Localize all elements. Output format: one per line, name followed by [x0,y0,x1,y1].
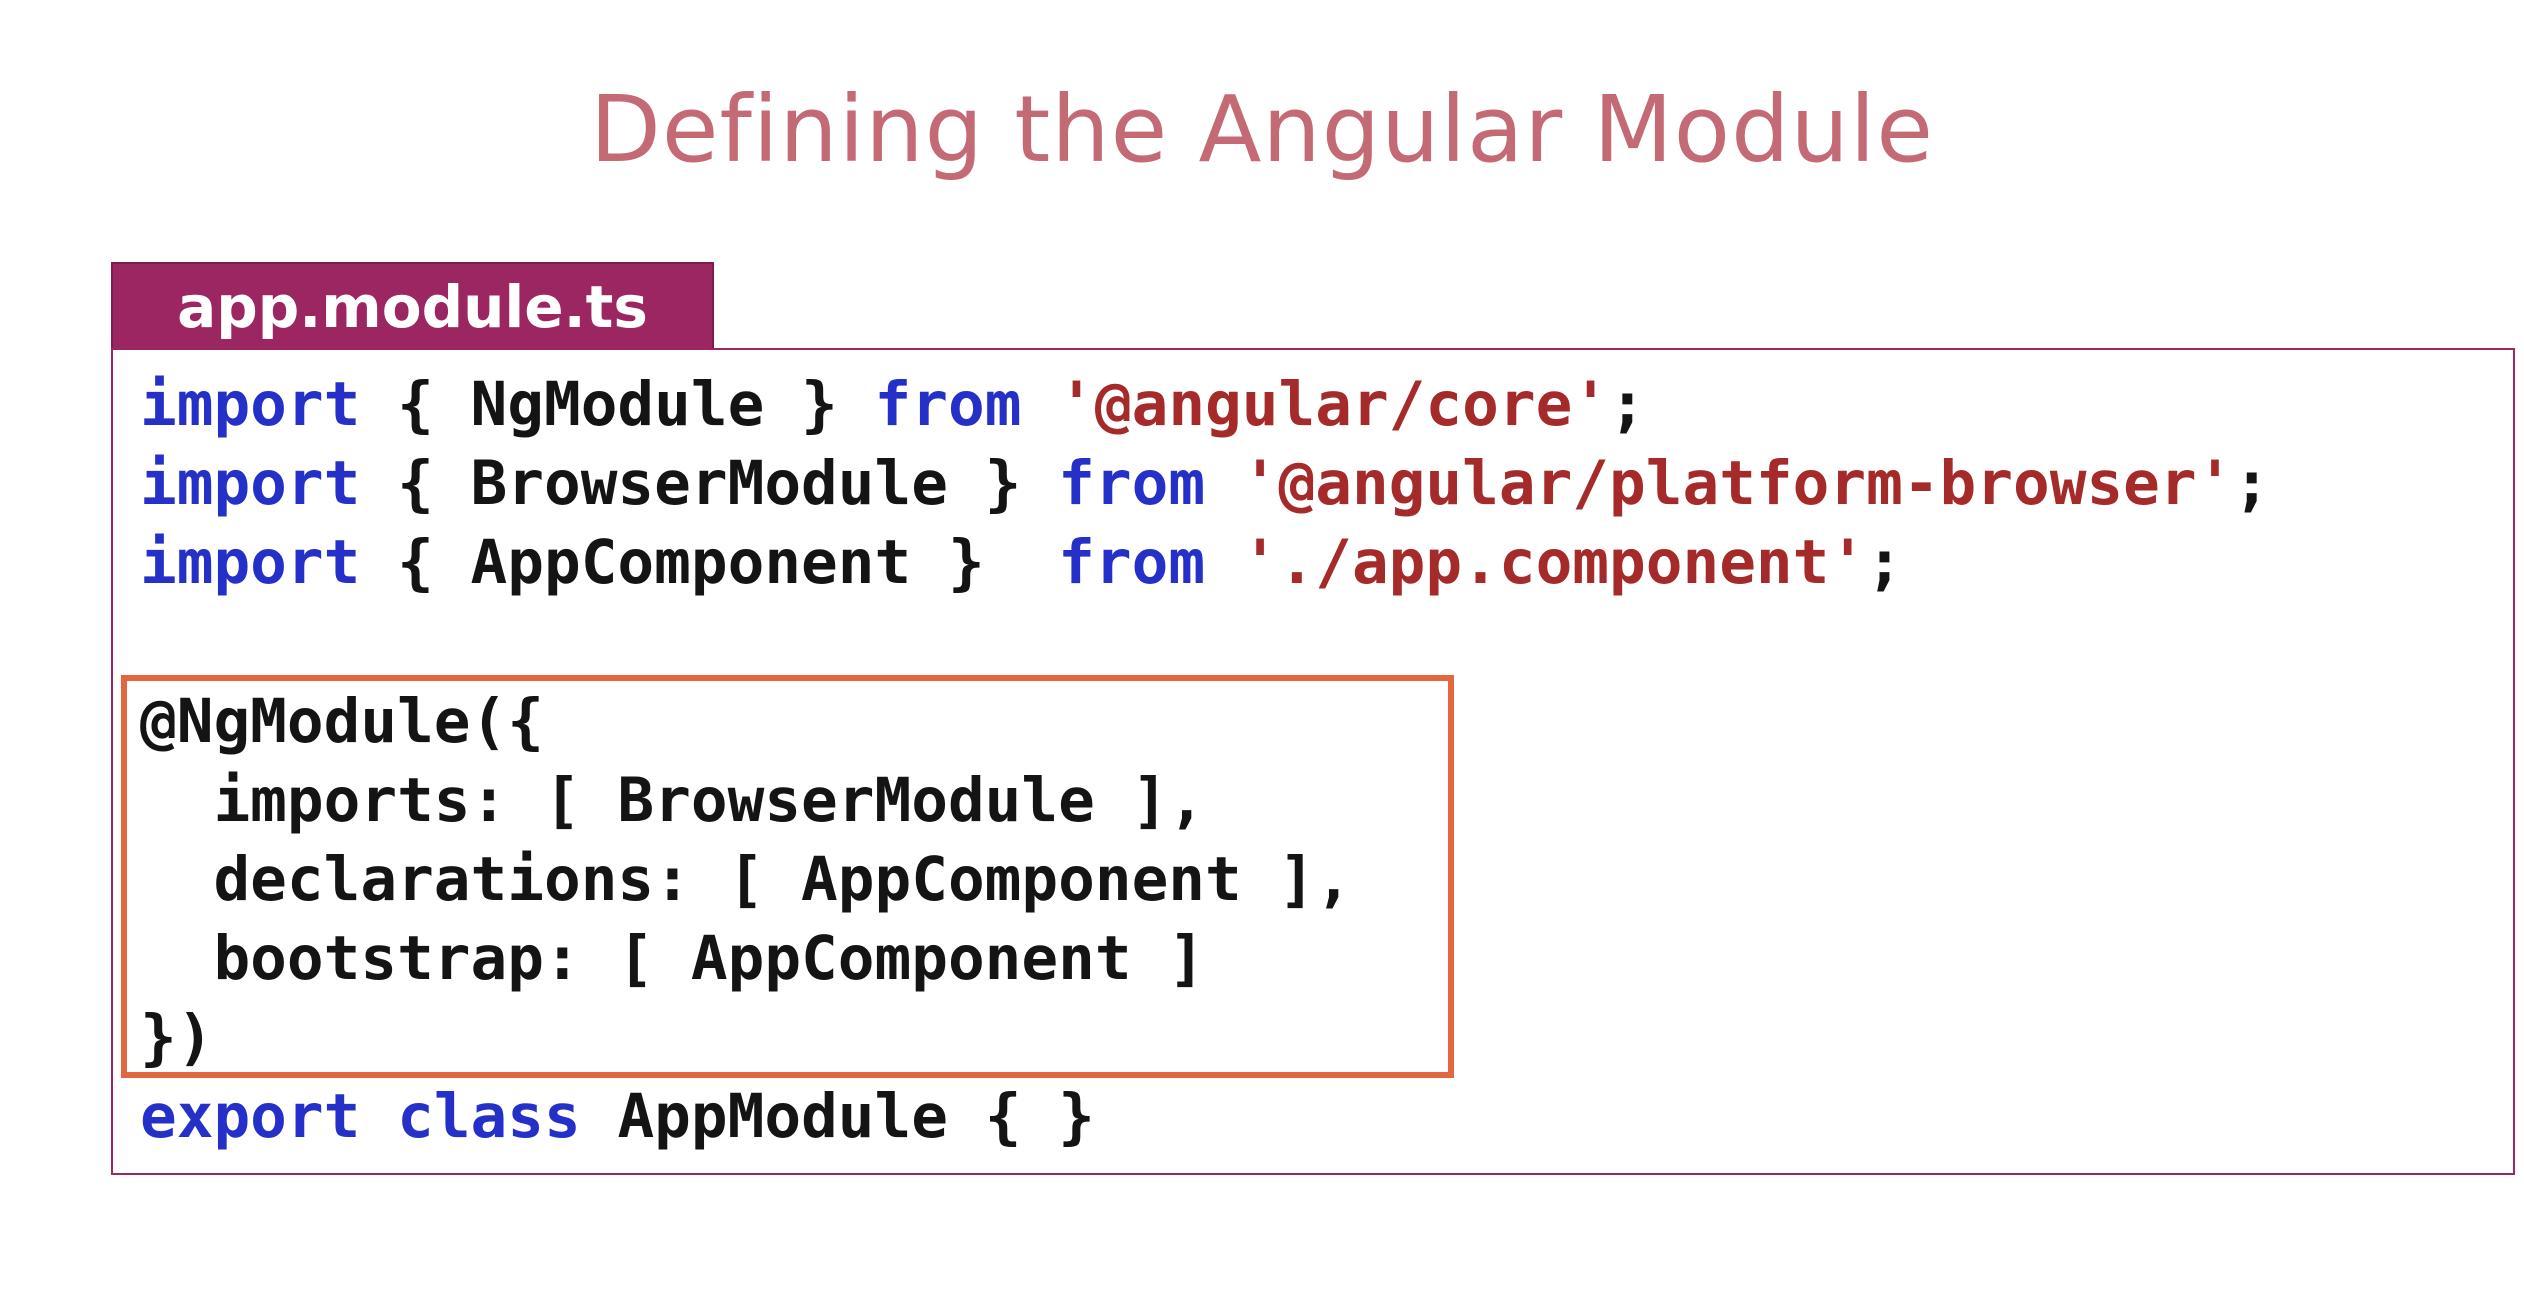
module-path-string: '@angular/core' [1058,369,1610,440]
code-line-import-appcomponent: import { AppComponent } from './app.comp… [140,532,1903,593]
code-line-decorator-close: }) [140,1002,214,1073]
file-name-label: app.module.ts [177,272,648,341]
semicolon: ; [2233,448,2271,519]
semicolon: ; [1609,369,1646,440]
code-line-import-ngmodule: import { NgModule } from '@angular/core'… [140,374,1646,435]
keyword-export: export [140,1081,361,1152]
class-declaration: AppModule { } [580,1081,1095,1152]
file-name-tab: app.module.ts [111,262,714,351]
semicolon: ; [1866,527,1903,598]
code-line-declarations: declarations: [ AppComponent ], [140,844,1352,915]
code-panel [111,348,2515,1175]
module-path-string: '@angular/platform-browser' [1241,448,2234,519]
import-specifier: { NgModule } [360,369,875,440]
code-line-export-class: export class AppModule { } [140,1086,1095,1147]
keyword-import: import [140,369,361,440]
keyword-import: import [140,448,361,519]
slide-title: Defining the Angular Module [590,76,1934,183]
import-specifier: { AppComponent } [360,527,1059,598]
module-path-string: './app.component' [1241,527,1867,598]
code-line-imports: imports: [ BrowserModule ], [140,765,1206,836]
code-line-bootstrap: bootstrap: [ AppComponent ] [140,923,1206,994]
ngmodule-highlight-box [121,675,1454,1078]
import-specifier: { BrowserModule } [360,448,1059,519]
keyword-class: class [397,1081,581,1152]
keyword-import: import [140,527,361,598]
code-line-import-browsermodule: import { BrowserModule } from '@angular/… [140,453,2270,514]
keyword-from: from [874,369,1022,440]
code-line-decorator-open: @NgModule({ [140,686,544,757]
keyword-from: from [1058,448,1206,519]
keyword-from: from [1058,527,1206,598]
